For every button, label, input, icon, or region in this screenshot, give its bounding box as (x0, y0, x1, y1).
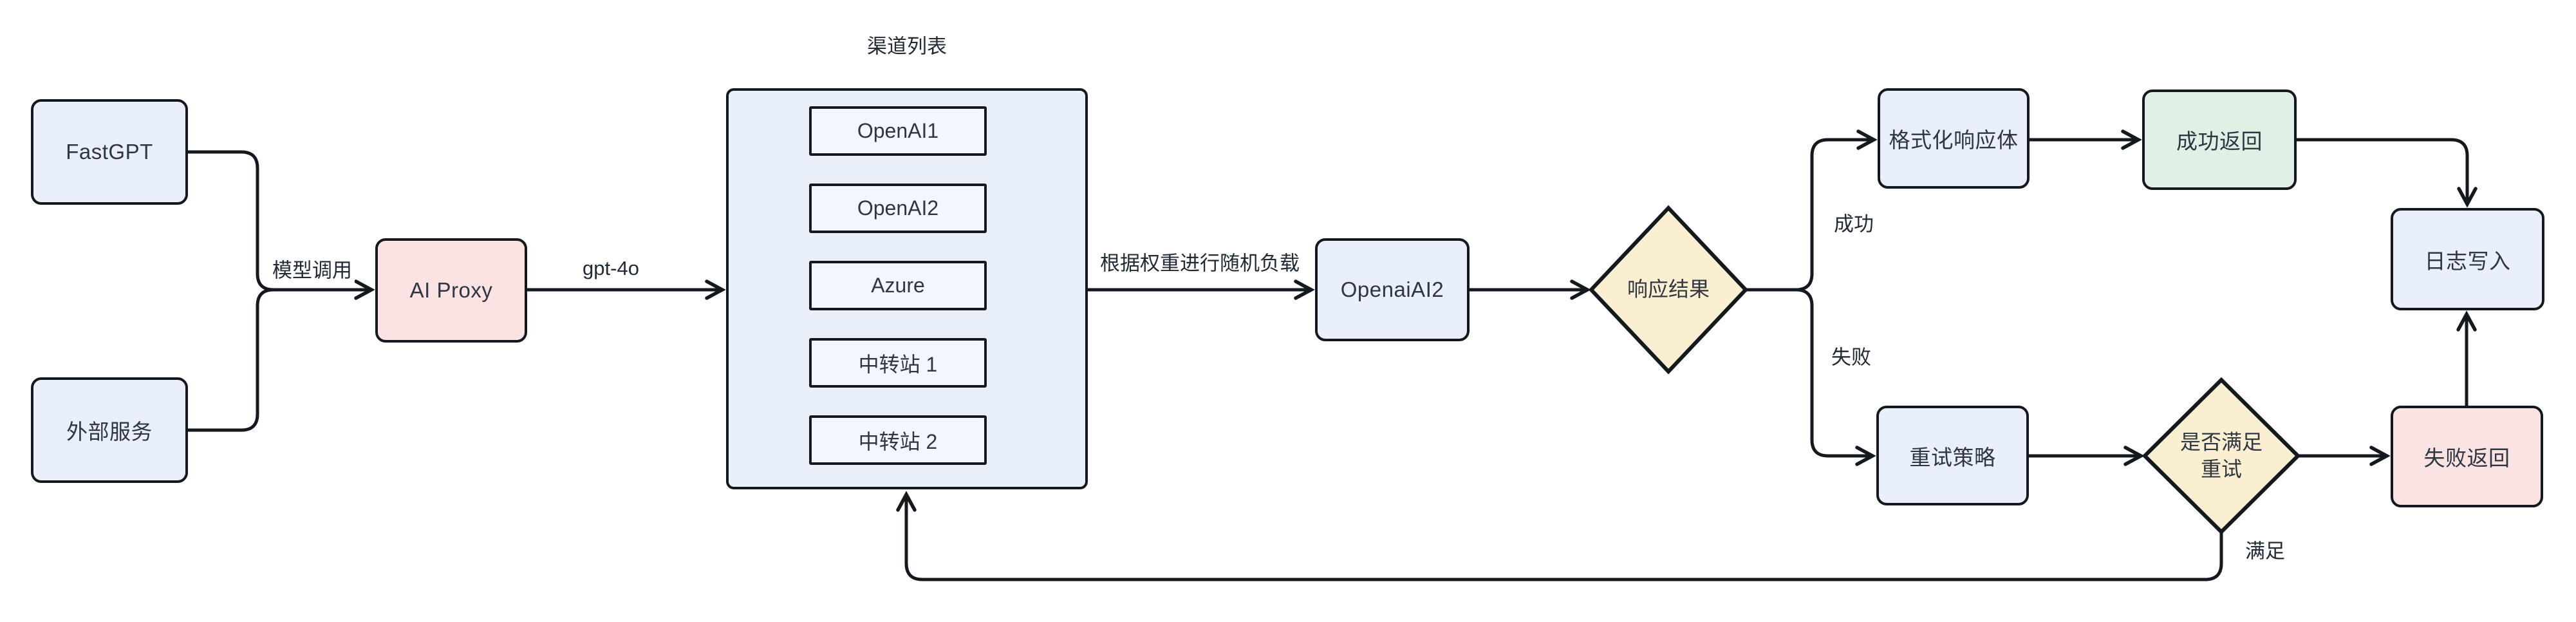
node-response-result-shape (1588, 205, 1749, 375)
node-external-service: 外部服务 (31, 377, 188, 483)
channel-item-azure: Azure (809, 261, 987, 310)
edge-fastgpt-merge (186, 150, 280, 292)
edge-label-model-call: 模型调用 (270, 254, 355, 283)
edge-response-retry (1794, 288, 1876, 466)
edge-label-success: 成功 (1831, 207, 1876, 237)
edge-external-merge (186, 288, 280, 432)
channel-list-title: 渠道列表 (867, 35, 947, 58)
node-fastgpt: FastGPT (31, 99, 188, 205)
edge-label-gpt-4o: gpt-4o (580, 257, 642, 280)
retry-check-line1: 是否满足 (2179, 430, 2263, 454)
retry-check-line2: 重试 (2200, 457, 2243, 480)
node-fail-return: 失败返回 (2391, 406, 2543, 507)
node-retry-check-label: 是否满足 重试 (2180, 429, 2263, 482)
edge-label-satisfied: 满足 (2243, 534, 2288, 564)
node-openai-ai2: OpenaiAI2 (1315, 238, 1470, 341)
channel-item-openai1: OpenAI1 (809, 106, 987, 156)
node-retry-check-shape (2142, 377, 2301, 535)
node-format-response-body: 格式化响应体 (1878, 88, 2030, 189)
node-success-return: 成功返回 (2142, 90, 2297, 190)
node-retry-strategy: 重试策略 (1876, 406, 2029, 505)
edge-retrycheck-channellist-loop (896, 491, 2223, 581)
channel-item-openai2: OpenAI2 (809, 184, 987, 233)
edge-label-weighted-load: 根据权重进行随机负载 (1097, 247, 1302, 276)
node-response-result-label: 响应结果 (1627, 278, 1710, 301)
node-ai-proxy: AI Proxy (375, 238, 527, 343)
node-log-write: 日志写入 (2391, 208, 2544, 310)
channel-item-relay2: 中转站 2 (809, 415, 987, 465)
channel-item-relay1: 中转站 1 (809, 338, 987, 388)
edge-success-log (2295, 138, 2478, 208)
edge-response-format (1744, 129, 1878, 292)
edge-label-fail: 失败 (1829, 341, 1874, 370)
